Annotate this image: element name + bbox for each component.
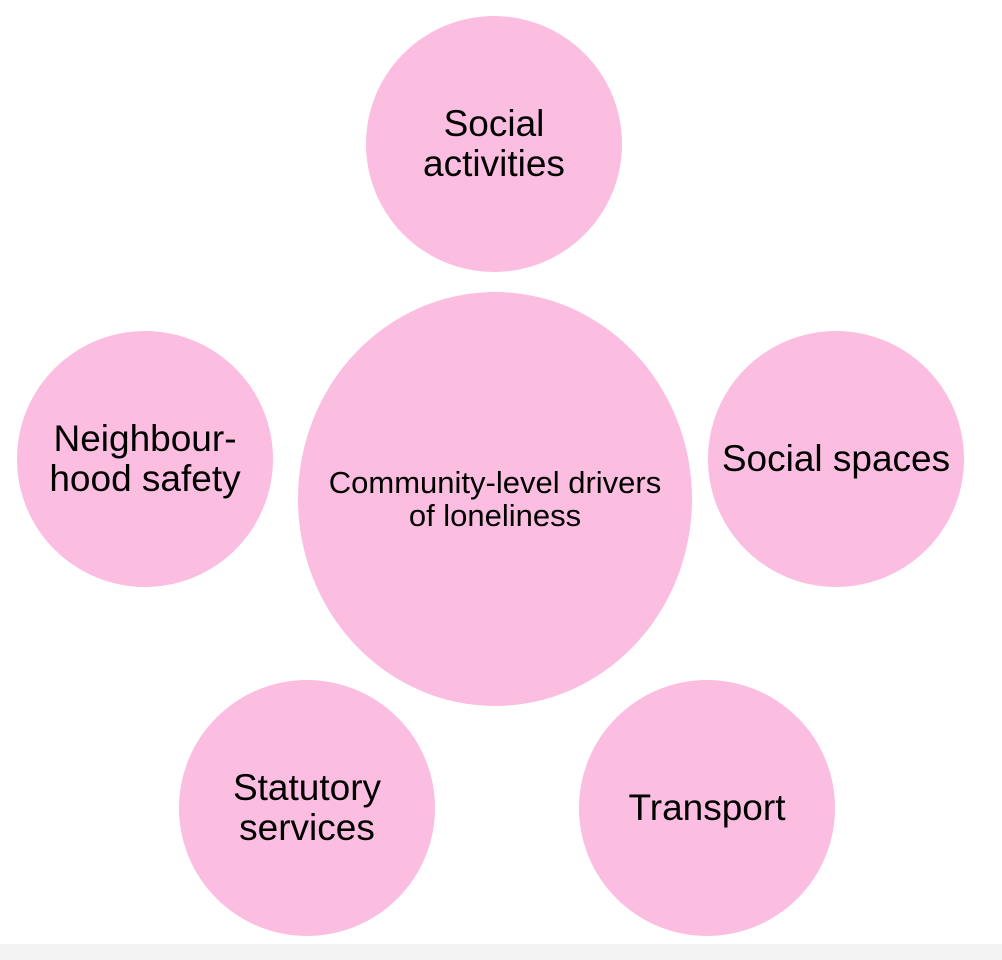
- center-node: Community-level drivers of loneliness: [298, 292, 692, 706]
- node-label-transport: Transport: [628, 787, 786, 829]
- node-social-spaces: Social spaces: [708, 331, 964, 587]
- node-label-neighbourhood-safety: Neighbour- hood safety: [49, 418, 241, 499]
- center-label: Community-level drivers of loneliness: [328, 464, 662, 533]
- node-label-social-activities: Social activities: [423, 103, 565, 184]
- node-neighbourhood-safety: Neighbour- hood safety: [17, 331, 273, 587]
- node-statutory-services: Statutory services: [179, 680, 435, 936]
- node-transport: Transport: [579, 680, 835, 936]
- bottom-band: [0, 944, 1002, 960]
- node-label-social-spaces: Social spaces: [721, 438, 951, 480]
- node-social-activities: Social activities: [366, 16, 622, 272]
- node-label-statutory-services: Statutory services: [232, 767, 382, 848]
